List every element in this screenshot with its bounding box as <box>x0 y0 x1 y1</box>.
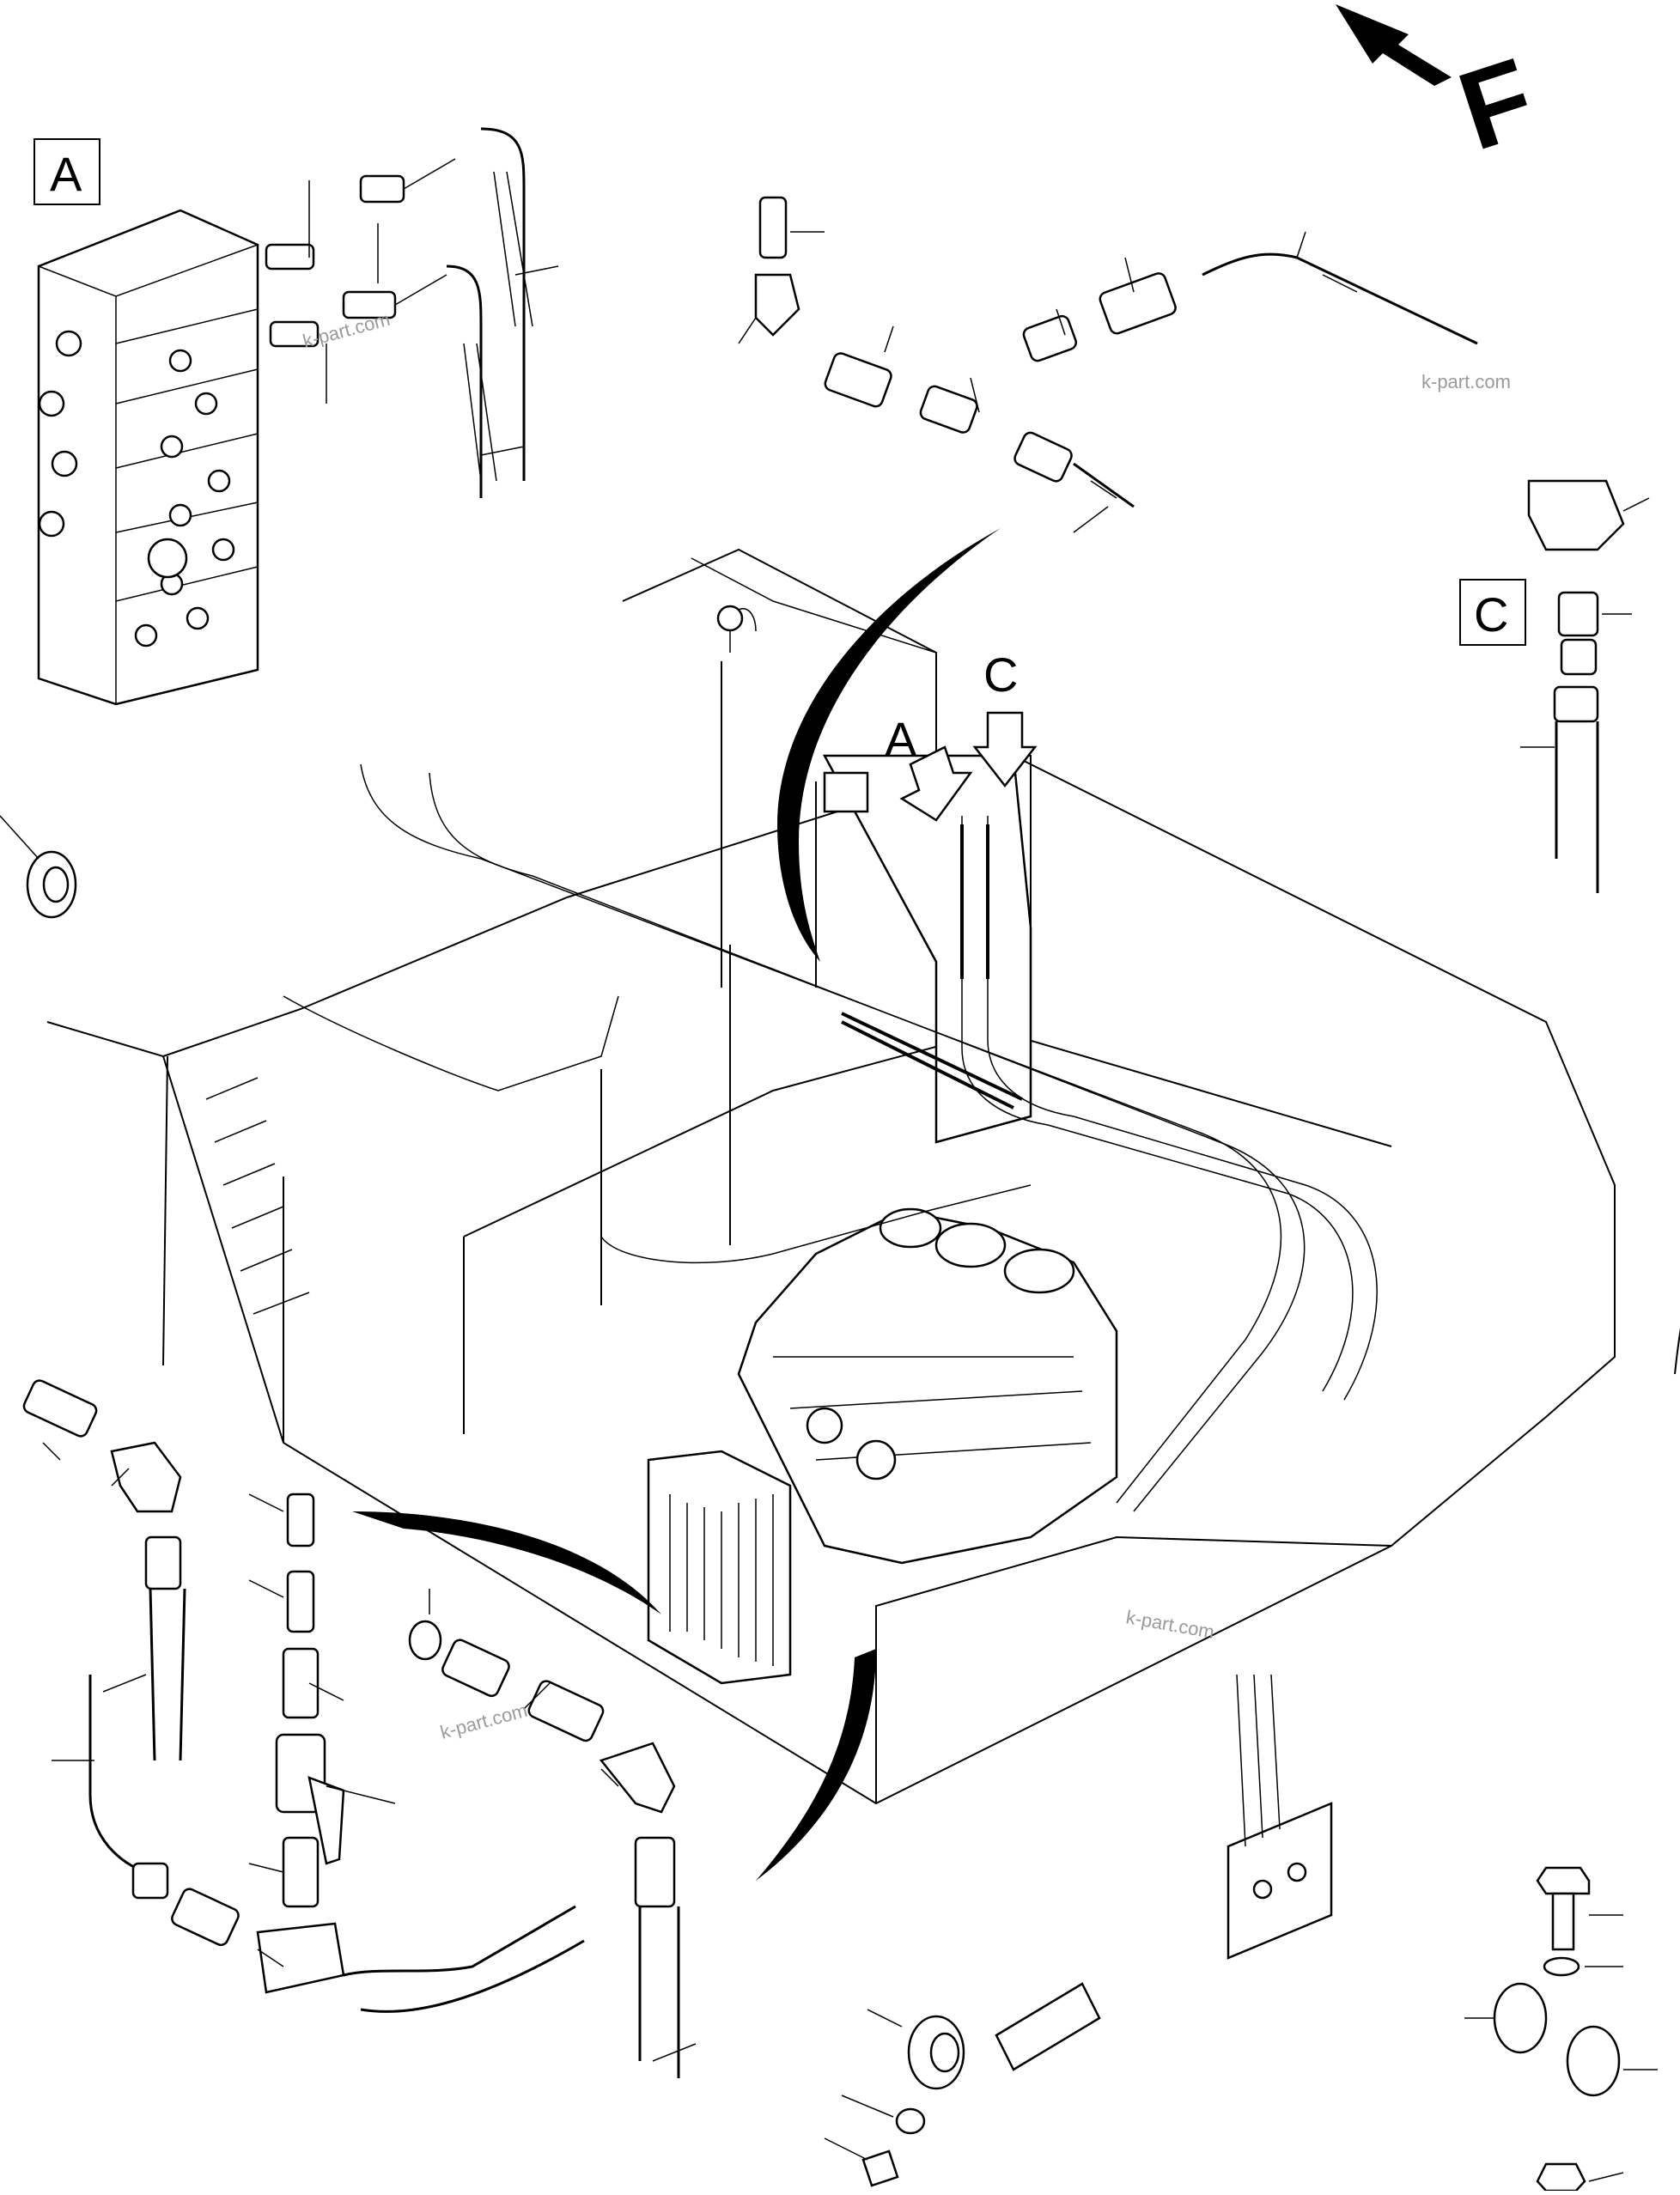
tubing-runs <box>283 763 1378 1512</box>
view-a-detail: A <box>33 127 559 706</box>
arrow-icon <box>1336 4 1452 86</box>
callout-c-arrow-icon <box>972 711 1038 788</box>
machine-frame <box>46 548 1616 1805</box>
upper-fitting-chain <box>738 196 1478 533</box>
view-a-label-box <box>33 138 100 205</box>
direction-marker: F <box>1336 4 1549 174</box>
bottom-right-parts <box>1227 1674 1658 2192</box>
callout-a-arrow-icon <box>899 745 973 822</box>
callout-a: A <box>885 712 973 822</box>
direction-letter: F <box>1445 33 1549 173</box>
watermark: k-part.com <box>1124 1606 1216 1643</box>
left-clamp <box>0 815 77 919</box>
watermark: k-part.com <box>1421 371 1511 392</box>
lower-left-assembly <box>22 1379 697 2078</box>
view-c-label-box <box>1459 579 1526 646</box>
callout-a-label: A <box>885 712 917 766</box>
watermark: k-part.com <box>438 1699 530 1743</box>
bottom-center-parts <box>824 1982 1101 2187</box>
view-c-detail: C <box>1459 479 1650 893</box>
view-a-label: A <box>50 147 82 201</box>
callout-c-label: C <box>983 648 1018 702</box>
callout-c: C <box>972 648 1038 788</box>
engine <box>647 1207 1118 1685</box>
reference-arrows <box>352 528 1680 1881</box>
view-c-label: C <box>1474 587 1508 641</box>
